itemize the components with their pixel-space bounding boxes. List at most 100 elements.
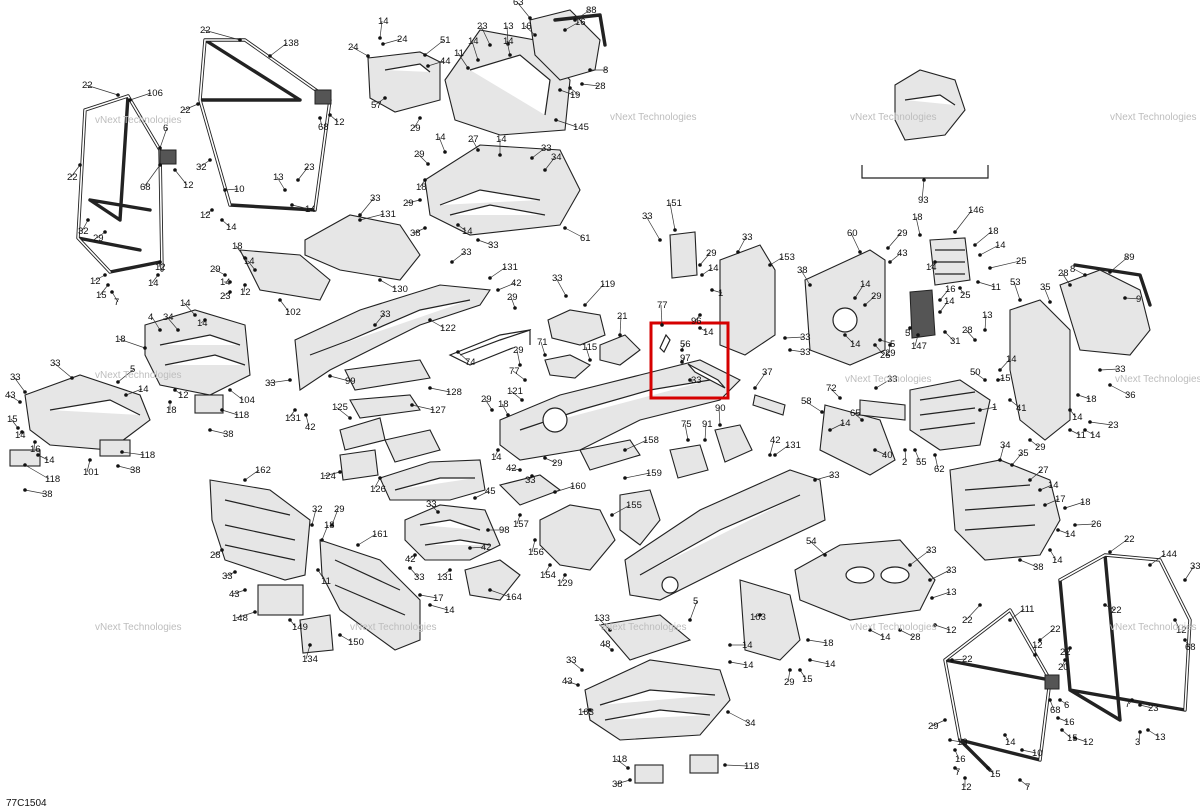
part-callout[interactable]: 131 — [380, 209, 396, 220]
part-callout[interactable]: 11 — [991, 282, 1001, 293]
part-callout[interactable]: 23 — [1108, 420, 1119, 431]
part-callout[interactable]: 38 — [42, 489, 53, 500]
part-callout[interactable]: 10 — [1032, 748, 1043, 759]
part-callout[interactable]: 33 — [926, 545, 937, 556]
part-callout[interactable]: 14 — [496, 134, 507, 145]
part-callout[interactable]: 41 — [1016, 403, 1027, 414]
part-callout[interactable]: 12 — [1083, 737, 1094, 748]
part-callout[interactable]: 11 — [321, 576, 331, 587]
part-callout[interactable]: 6 — [1064, 700, 1069, 711]
part-callout[interactable]: 106 — [147, 88, 163, 99]
part-callout[interactable]: 164 — [506, 592, 522, 603]
part-callout[interactable]: 14 — [1052, 555, 1063, 566]
part-callout[interactable]: 68 — [1185, 642, 1196, 653]
part-callout[interactable]: 12 — [178, 390, 189, 401]
part-callout[interactable]: 96 — [691, 316, 702, 327]
part-callout[interactable]: 151 — [666, 198, 682, 209]
part-callout[interactable]: 29 — [871, 291, 882, 302]
part-callout[interactable]: 23 — [220, 291, 231, 302]
part-callout[interactable]: 14 — [244, 256, 255, 267]
part-callout[interactable]: 23 — [1148, 703, 1159, 714]
part-callout[interactable]: 44 — [440, 56, 451, 67]
part-callout[interactable]: 33 — [426, 499, 437, 510]
part-callout[interactable]: 126 — [370, 484, 386, 495]
part-callout[interactable]: 18 — [912, 212, 923, 223]
part-callout[interactable]: 159 — [646, 468, 662, 479]
part-callout[interactable]: 16 — [575, 17, 586, 28]
part-callout[interactable]: 6 — [163, 123, 168, 134]
part-callout[interactable]: 42 — [506, 463, 517, 474]
part-callout[interactable]: 14 — [15, 430, 26, 441]
part-callout[interactable]: 28 — [962, 325, 973, 336]
part-callout[interactable]: 63 — [513, 0, 524, 8]
part-callout[interactable]: 42 — [305, 422, 316, 433]
part-callout[interactable]: 62 — [934, 464, 945, 475]
part-callout[interactable]: 115 — [582, 342, 597, 353]
part-callout[interactable]: 118 — [612, 754, 627, 765]
part-callout[interactable]: 14 — [435, 132, 446, 143]
part-callout[interactable]: 14 — [995, 240, 1006, 251]
part-callout[interactable]: 127 — [430, 405, 446, 416]
part-callout[interactable]: 1 — [718, 288, 723, 299]
part-callout[interactable]: 33 — [829, 470, 840, 481]
part-callout[interactable]: 7 — [1025, 782, 1030, 793]
part-callout[interactable]: 25 — [880, 350, 891, 361]
part-callout[interactable]: 29 — [403, 198, 414, 209]
part-callout[interactable]: 16 — [945, 284, 956, 295]
part-callout[interactable]: 33 — [461, 247, 472, 258]
part-callout[interactable]: 98 — [499, 525, 510, 536]
part-callout[interactable]: 14 — [703, 327, 714, 338]
part-callout[interactable]: 122 — [440, 323, 456, 334]
part-callout[interactable]: 29 — [210, 264, 221, 275]
part-callout[interactable]: 14 — [180, 298, 191, 309]
part-callout[interactable]: 45 — [485, 486, 496, 497]
part-callout[interactable]: 157 — [513, 519, 529, 530]
part-callout[interactable]: 33 — [50, 358, 61, 369]
part-callout[interactable]: 43 — [229, 589, 240, 600]
part-callout[interactable]: 14 — [138, 384, 149, 395]
part-callout[interactable]: 103 — [750, 612, 766, 623]
part-callout[interactable]: 37 — [762, 367, 773, 378]
part-callout[interactable]: 119 — [600, 279, 615, 290]
part-callout[interactable]: 33 — [800, 332, 811, 343]
part-callout[interactable]: 14 — [148, 278, 159, 289]
part-callout[interactable]: 18 — [498, 399, 509, 410]
part-callout[interactable]: 56 — [680, 339, 691, 350]
part-callout[interactable]: 43 — [562, 676, 573, 687]
part-callout[interactable]: 14 — [880, 632, 891, 643]
part-callout[interactable]: 160 — [570, 481, 586, 492]
part-callout[interactable]: 118 — [45, 474, 60, 485]
part-callout[interactable]: 14 — [860, 279, 871, 290]
part-callout[interactable]: 29 — [1035, 442, 1046, 453]
part-callout[interactable]: 14 — [825, 659, 836, 670]
part-callout[interactable]: 14 — [491, 452, 502, 463]
part-callout[interactable]: 42 — [405, 554, 416, 565]
part-callout[interactable]: 88 — [586, 5, 597, 16]
part-callout[interactable]: 14 — [840, 418, 851, 429]
part-callout[interactable]: 146 — [968, 205, 984, 216]
part-callout[interactable]: 13 — [982, 310, 993, 321]
part-callout[interactable]: 14 — [742, 640, 753, 651]
part-callout[interactable]: 14 — [444, 605, 455, 616]
part-callout[interactable]: 14 — [708, 263, 719, 274]
part-callout[interactable]: 16 — [1064, 717, 1075, 728]
part-callout[interactable]: 28 — [1058, 268, 1069, 279]
part-callout[interactable]: 134 — [302, 654, 318, 665]
part-callout[interactable]: 29 — [928, 721, 939, 732]
part-callout[interactable]: 38 — [1033, 562, 1044, 573]
part-callout[interactable]: 12 — [961, 782, 972, 793]
part-callout[interactable]: 149 — [292, 622, 308, 633]
part-callout[interactable]: 29 — [706, 248, 717, 259]
part-callout[interactable]: 162 — [255, 465, 271, 476]
part-callout[interactable]: 34 — [163, 312, 174, 323]
part-callout[interactable]: 14 — [926, 262, 937, 273]
part-callout[interactable]: 15 — [990, 769, 1001, 780]
part-callout[interactable]: 33 — [541, 143, 552, 154]
part-callout[interactable]: 12 — [1176, 625, 1187, 636]
part-callout[interactable]: 33 — [566, 655, 577, 666]
part-callout[interactable]: 20 — [1058, 662, 1069, 673]
part-callout[interactable]: 14 — [220, 277, 231, 288]
part-callout[interactable]: 33 — [525, 475, 536, 486]
part-callout[interactable]: 33 — [642, 211, 653, 222]
part-callout[interactable]: 35 — [1040, 282, 1051, 293]
